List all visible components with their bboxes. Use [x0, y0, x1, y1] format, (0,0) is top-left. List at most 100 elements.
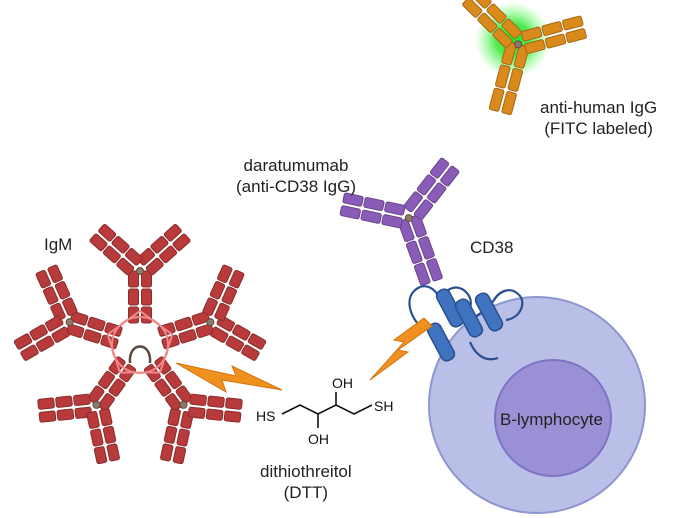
domain-segment [495, 64, 511, 89]
label-anti-human-line1: anti-human IgG [540, 98, 658, 117]
domain-segment [217, 264, 233, 284]
domain-segment [507, 67, 524, 92]
fab-arm [520, 15, 587, 54]
domain-segment [98, 393, 115, 412]
fab-arm [37, 393, 93, 423]
domain-segment [89, 233, 108, 252]
b-lymphocyte-cell [428, 296, 646, 514]
domain-segment [339, 205, 361, 220]
domain-segment [221, 286, 238, 305]
domain-segment [429, 157, 450, 179]
domain-segment [87, 385, 105, 404]
lightning-bolt-icon [369, 317, 433, 381]
domain-segment [160, 443, 174, 462]
domain-segment [165, 393, 182, 412]
label-dtt: dithiothreitol (DTT) [260, 461, 352, 503]
domain-segment [202, 297, 218, 316]
fab-arm [339, 192, 406, 229]
fc-stem [66, 311, 123, 350]
hinge [514, 40, 523, 49]
domain-segment [384, 201, 406, 216]
domain-segment [106, 443, 120, 462]
domain-segment [413, 199, 434, 221]
domain-segment [172, 446, 187, 465]
domain-segment [42, 286, 59, 305]
label-dtt-line1: dithiothreitol [260, 462, 352, 481]
domain-segment [150, 236, 169, 254]
domain-segment [38, 410, 57, 423]
domain-segment [124, 248, 143, 266]
domain-segment [562, 15, 584, 31]
domain-segment [175, 385, 193, 404]
domain-segment [70, 311, 89, 326]
fab-arm [35, 264, 78, 322]
domain-segment [167, 408, 181, 427]
domain-segment [102, 425, 117, 444]
domain-segment [98, 223, 117, 242]
domain-segment [477, 12, 498, 33]
cd38-helix [474, 292, 504, 332]
igm-pentamer [13, 223, 267, 465]
fab-arm [13, 315, 70, 361]
domain-segment [228, 269, 245, 289]
fab-arm [137, 223, 191, 276]
label-anti-human-igg: anti-human IgG (FITC labeled) [540, 97, 657, 139]
domain-segment [99, 408, 113, 427]
fc-stem [128, 270, 152, 324]
domain-segment [35, 335, 55, 352]
dtt-oh-top: OH [332, 375, 353, 391]
domain-segment [108, 378, 126, 397]
domain-segment [214, 302, 230, 322]
fab-arm [187, 393, 243, 423]
domain-segment [93, 446, 108, 465]
domain-segment [247, 333, 267, 350]
lightning-bolt-icon [175, 362, 283, 394]
domain-segment [342, 192, 364, 207]
label-daratumumab: daratumumab (anti-CD38 IgG) [236, 155, 356, 197]
domain-segment [176, 428, 190, 447]
domain-segment [191, 311, 210, 326]
daratumumab [339, 157, 460, 286]
domain-segment [232, 324, 251, 341]
domain-segment [90, 428, 104, 447]
domain-segment [501, 18, 522, 39]
domain-segment [187, 406, 206, 419]
domain-segment [207, 395, 225, 408]
domain-segment [225, 335, 245, 352]
domain-segment [45, 315, 64, 332]
label-daratumumab-line2: (anti-CD38 IgG) [236, 177, 356, 196]
domain-segment [405, 240, 423, 264]
domain-segment [54, 281, 71, 300]
fab-arm [86, 408, 120, 465]
domain-segment [86, 410, 100, 429]
domain-segment [488, 87, 505, 112]
domain-segment [403, 191, 423, 213]
daratumumab-antibody [339, 157, 460, 286]
domain-segment [51, 326, 70, 343]
domain-segment [360, 209, 382, 224]
fab-arm [210, 315, 267, 361]
domain-segment [541, 21, 563, 36]
domain-segment [56, 408, 75, 421]
domain-segment [241, 344, 260, 361]
domain-segment [416, 174, 436, 196]
domain-segment [565, 28, 587, 43]
dtt-sh-right: SH [374, 398, 393, 414]
fab-arm [89, 223, 143, 276]
igm-j-chain [128, 345, 152, 364]
anti-human-igg-antibody [462, 0, 587, 116]
igm-monomer [89, 223, 191, 324]
fc-stem [488, 41, 530, 116]
label-igm: IgM [44, 235, 73, 254]
domain-segment [145, 257, 164, 276]
dtt-sh-left: HS [256, 408, 275, 424]
domain-segment [471, 0, 492, 9]
hinge [206, 318, 215, 327]
domain-segment [13, 333, 33, 350]
dtt-oh-bottom: OH [308, 431, 329, 447]
domain-segment [418, 236, 435, 260]
domain-segment [87, 316, 106, 332]
domain-segment [209, 281, 226, 300]
hinge [404, 214, 413, 223]
